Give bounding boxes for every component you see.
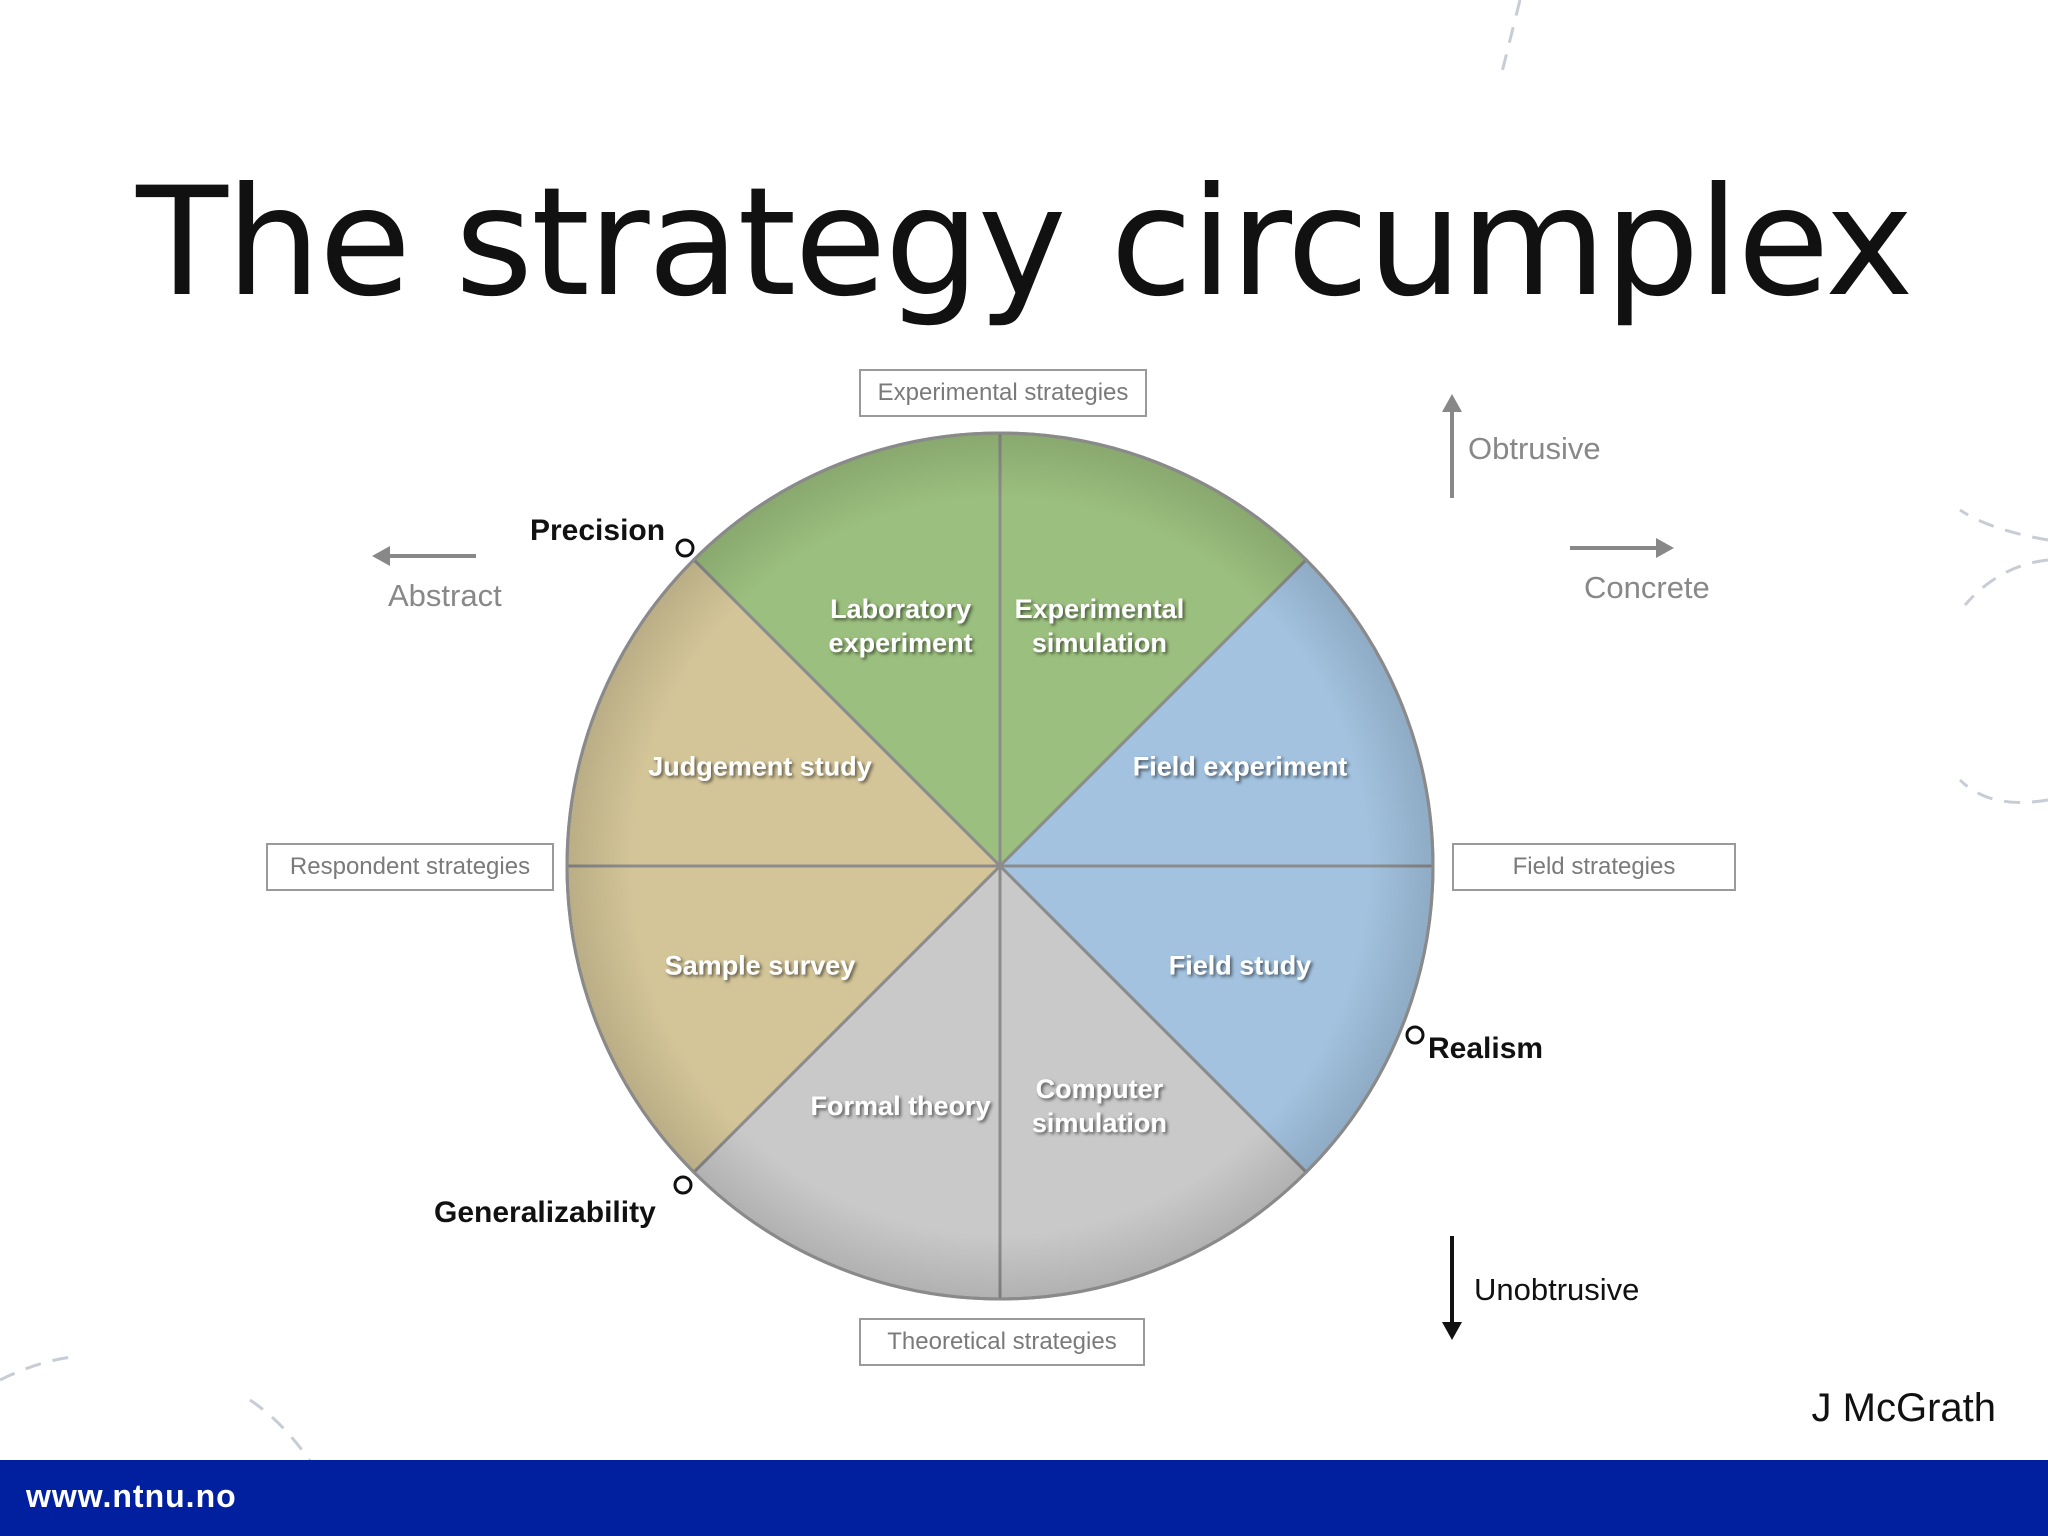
precision-marker-icon	[675, 538, 695, 558]
footer-url-link[interactable]: www.ntnu.no	[26, 1478, 237, 1514]
segment-label: Field experiment	[1133, 752, 1348, 782]
respondent-strategies-box: Respondent strategies	[266, 843, 554, 891]
obtrusive-label: Obtrusive	[1468, 431, 1601, 466]
abstract-arrow-icon	[372, 546, 476, 566]
precision-label: Precision	[530, 514, 666, 547]
experimental-strategies-box: Experimental strategies	[859, 369, 1147, 417]
unobtrusive-arrow-icon	[1442, 1236, 1462, 1340]
segment-label: Judgement study	[648, 752, 872, 782]
generalizability-marker-icon	[673, 1175, 693, 1195]
segment-label: Field study	[1169, 950, 1312, 980]
footer-bar: www.ntnu.no	[0, 1460, 2048, 1536]
author-credit: J McGrath	[1811, 1386, 1996, 1430]
generalizability-label: Generalizability	[434, 1196, 656, 1229]
concrete-label: Concrete	[1584, 570, 1710, 605]
realism-marker-icon	[1405, 1025, 1425, 1045]
concrete-arrow-icon	[1570, 538, 1674, 558]
segment-label: Sample survey	[665, 950, 856, 980]
realism-label: Realism	[1428, 1032, 1544, 1065]
theoretical-strategies-box: Theoretical strategies	[859, 1318, 1145, 1366]
segment-label: Formal theory	[811, 1091, 991, 1121]
abstract-label: Abstract	[388, 578, 502, 613]
obtrusive-arrow-icon	[1442, 394, 1462, 498]
unobtrusive-label: Unobtrusive	[1474, 1272, 1640, 1307]
field-strategies-box: Field strategies	[1452, 843, 1736, 891]
slide-title: The strategy circumplex	[136, 156, 1913, 330]
